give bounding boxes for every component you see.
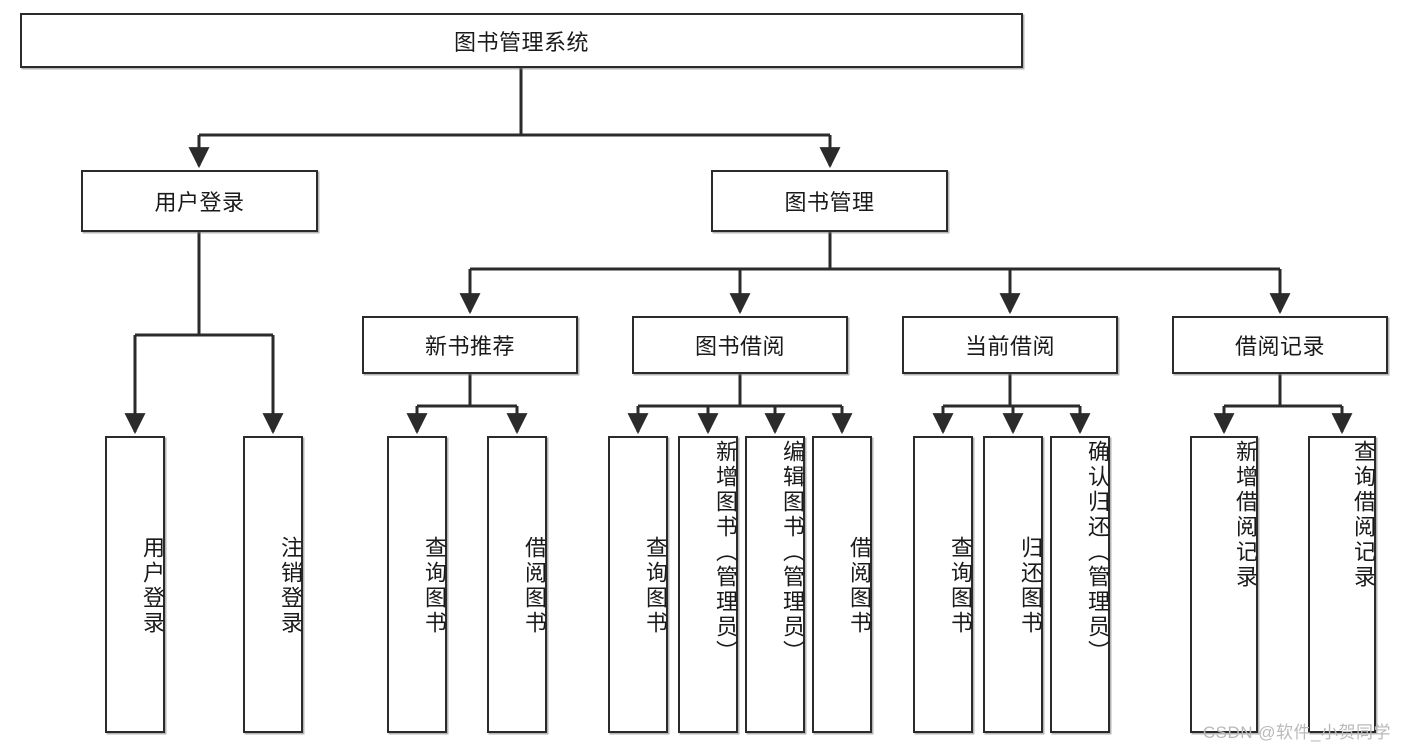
- node-leaf-query-book-current[interactable]: 查询图书: [913, 436, 973, 733]
- node-leaf-add-book-label: 新增图书（管理员）: [713, 440, 738, 665]
- node-leaf-query-book-rec[interactable]: 查询图书: [387, 436, 447, 733]
- node-leaf-return-book-label: 归还图书: [1018, 535, 1043, 636]
- node-book-manage[interactable]: 图书管理: [711, 170, 948, 232]
- node-root-label: 图书管理系统: [453, 29, 589, 55]
- node-borrow-record-label: 借阅记录: [1234, 334, 1325, 359]
- node-book-manage-label: 图书管理: [784, 190, 875, 215]
- node-leaf-user-login[interactable]: 用户登录: [105, 436, 165, 733]
- node-leaf-confirm-return-label: 确认归还（管理员）: [1085, 440, 1110, 665]
- node-new-book-rec-label: 新书推荐: [424, 334, 515, 359]
- node-new-book-rec[interactable]: 新书推荐: [362, 316, 578, 374]
- node-leaf-confirm-return[interactable]: 确认归还（管理员）: [1050, 436, 1110, 733]
- node-root[interactable]: 图书管理系统: [20, 13, 1023, 68]
- node-leaf-borrow-book-rec-label: 借阅图书: [522, 535, 547, 636]
- node-leaf-user-login-label: 用户登录: [140, 535, 165, 636]
- node-leaf-logout-label: 注销登录: [278, 535, 303, 636]
- node-leaf-add-record[interactable]: 新增借阅记录: [1190, 436, 1258, 733]
- node-user-login-label: 用户登录: [154, 190, 245, 215]
- node-leaf-query-record[interactable]: 查询借阅记录: [1308, 436, 1376, 733]
- node-leaf-edit-book-label: 编辑图书（管理员）: [780, 440, 805, 665]
- node-leaf-query-record-label: 查询借阅记录: [1351, 440, 1376, 590]
- node-book-borrow-label: 图书借阅: [694, 334, 785, 359]
- node-leaf-add-book[interactable]: 新增图书（管理员）: [678, 436, 738, 733]
- node-borrow-record[interactable]: 借阅记录: [1172, 316, 1388, 374]
- node-leaf-borrow-book[interactable]: 借阅图书: [812, 436, 872, 733]
- node-current-borrow[interactable]: 当前借阅: [902, 316, 1118, 374]
- watermark-text: CSDN @软件_小贺同学: [1202, 723, 1391, 742]
- node-current-borrow-label: 当前借阅: [964, 334, 1055, 359]
- node-leaf-query-book-borrow-label: 查询图书: [643, 535, 668, 636]
- node-user-login[interactable]: 用户登录: [81, 170, 318, 232]
- node-leaf-query-book-current-label: 查询图书: [948, 535, 973, 636]
- node-leaf-query-book-borrow[interactable]: 查询图书: [608, 436, 668, 733]
- node-leaf-return-book[interactable]: 归还图书: [983, 436, 1043, 733]
- node-leaf-borrow-book-rec[interactable]: 借阅图书: [487, 436, 547, 733]
- node-leaf-edit-book[interactable]: 编辑图书（管理员）: [745, 436, 805, 733]
- node-leaf-query-book-rec-label: 查询图书: [422, 535, 447, 636]
- node-leaf-add-record-label: 新增借阅记录: [1233, 440, 1258, 590]
- node-leaf-logout[interactable]: 注销登录: [243, 436, 303, 733]
- node-book-borrow[interactable]: 图书借阅: [632, 316, 848, 374]
- node-leaf-borrow-book-label: 借阅图书: [847, 535, 872, 636]
